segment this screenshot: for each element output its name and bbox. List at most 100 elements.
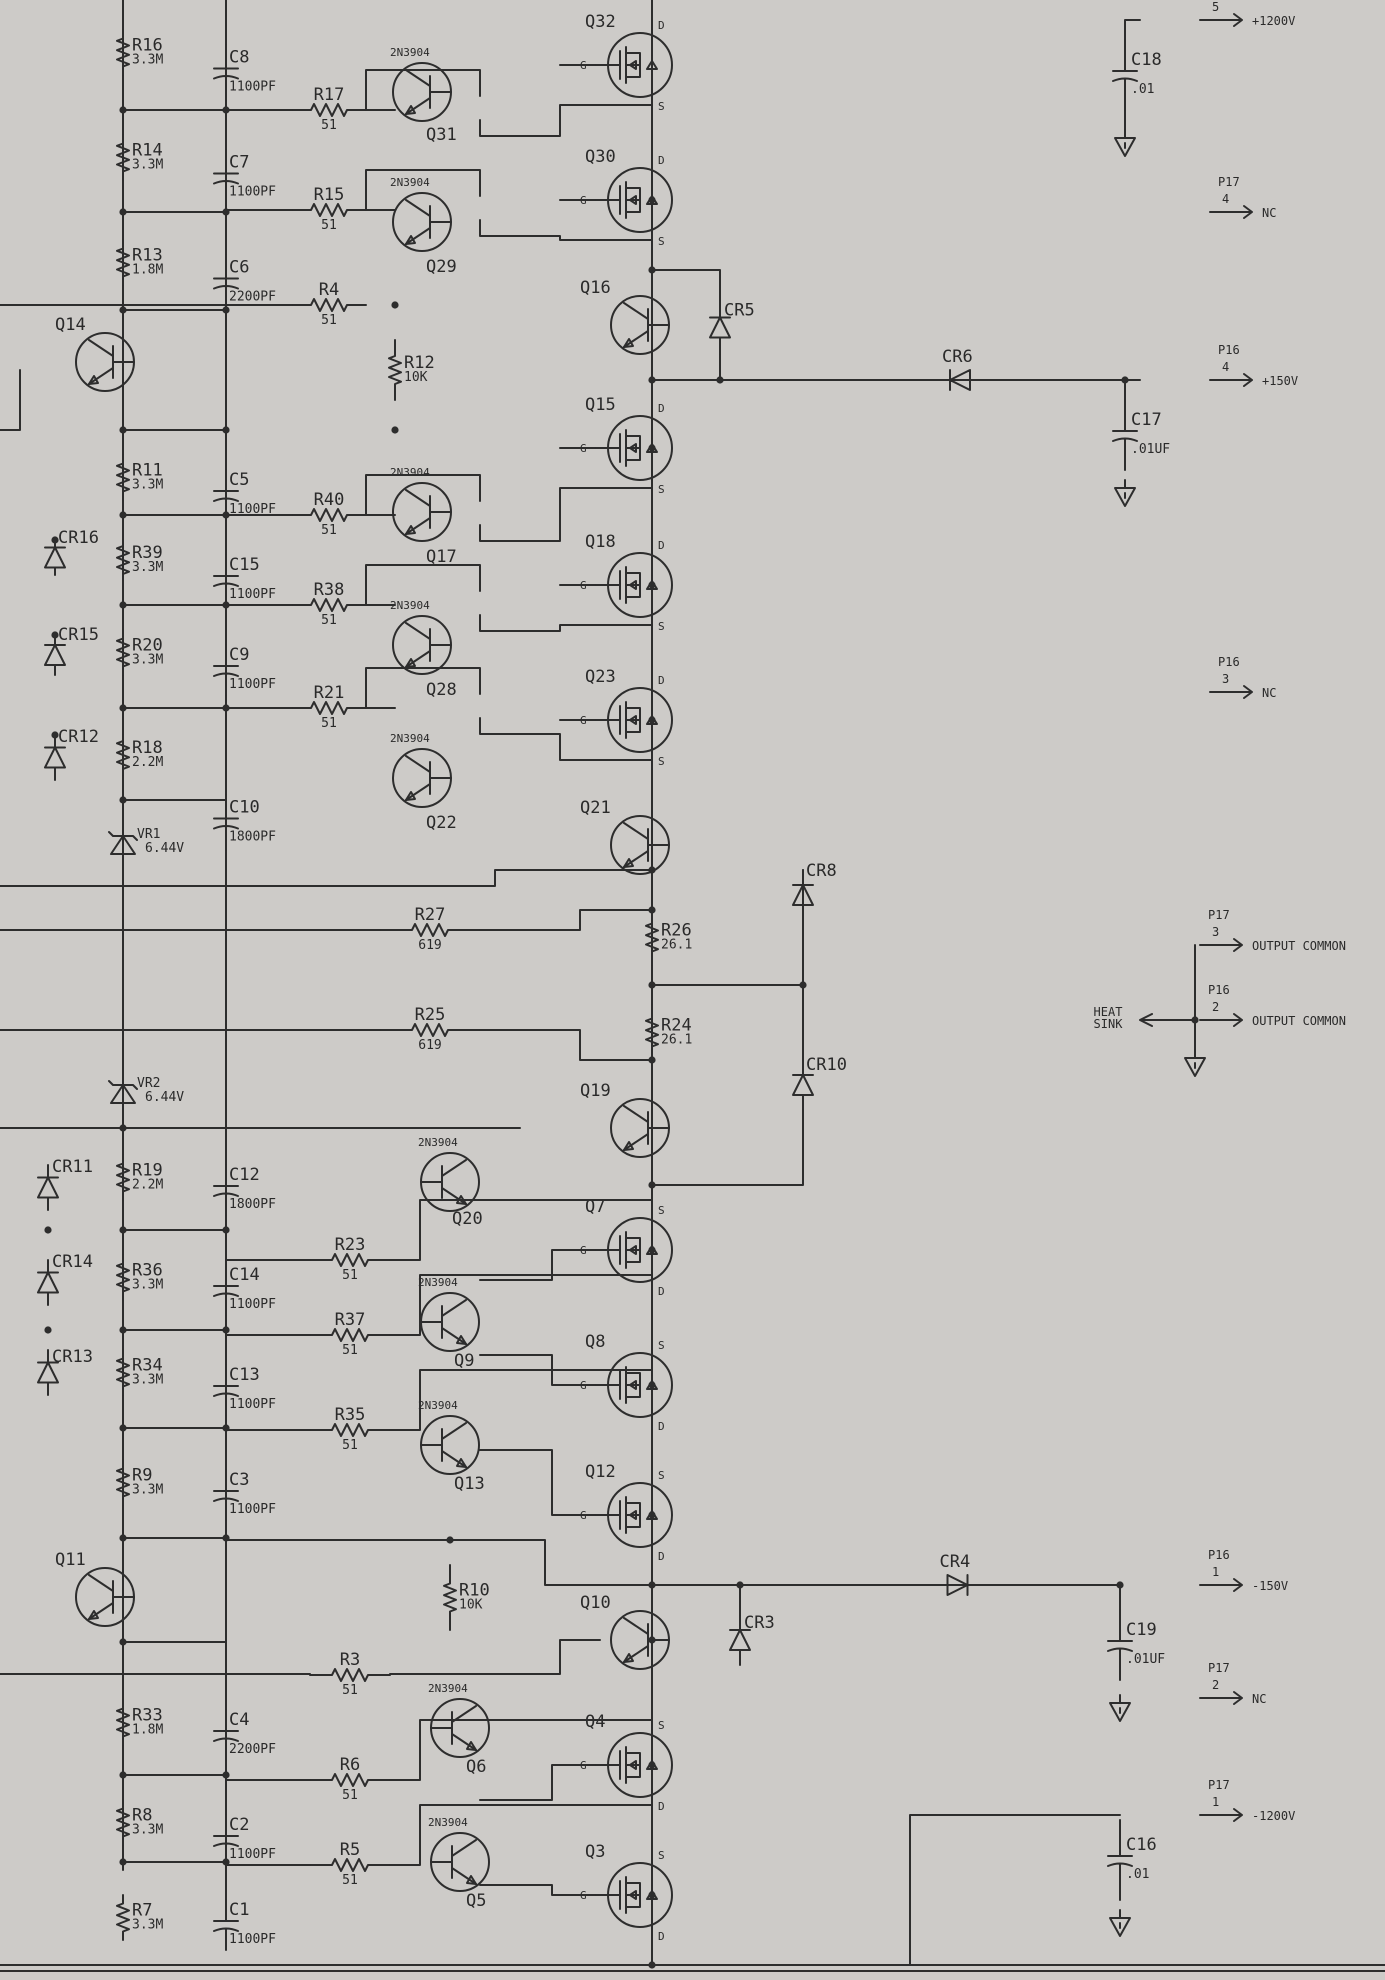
transistor-q11: Q11 xyxy=(55,1550,135,1627)
junction-dot xyxy=(222,1534,230,1542)
resistor-ref: R27 xyxy=(415,905,446,925)
connector-name: P16 xyxy=(1208,983,1230,997)
resistor-value: 51 xyxy=(321,313,337,328)
resistor-r8: R83.3M xyxy=(116,1799,163,1846)
resistor-value: 26.1 xyxy=(661,1033,692,1048)
pin-label-top: D xyxy=(658,674,665,687)
capacitor-ref: C15 xyxy=(229,555,260,575)
diode-ref: CR10 xyxy=(806,1055,847,1075)
capacitor-ref: C4 xyxy=(229,1710,249,1730)
transistor-ref: Q20 xyxy=(452,1209,483,1229)
diode-ref: CR8 xyxy=(806,861,837,881)
capacitor-value: .01 xyxy=(1126,1867,1149,1882)
zener-value: 6.44V xyxy=(145,1090,184,1105)
capacitor-ref: C8 xyxy=(229,48,249,68)
junction-dot xyxy=(736,1581,744,1589)
transistor-ref: Q31 xyxy=(426,125,457,145)
heat-sink-text-1: HEAT xyxy=(1094,1005,1123,1019)
junction-dot xyxy=(222,1226,230,1234)
resistor-value: 3.3M xyxy=(132,1918,163,1933)
connector-net: -150V xyxy=(1252,1579,1288,1593)
pin-label-bottom: S xyxy=(658,483,665,496)
transistor-ref: Q6 xyxy=(466,1757,486,1777)
resistor-ref: R21 xyxy=(314,683,345,703)
junction-dot xyxy=(799,981,807,989)
connector-net: -1200V xyxy=(1252,1809,1295,1823)
transistor-ref: Q22 xyxy=(426,813,457,833)
junction-dot xyxy=(51,631,59,639)
junction-dot xyxy=(648,581,656,589)
ground-symbol xyxy=(1184,1049,1206,1077)
resistor-ref: R25 xyxy=(415,1005,446,1025)
zener-ref: VR2 xyxy=(137,1076,160,1091)
transistor-ref: Q21 xyxy=(580,798,611,818)
junction-dot xyxy=(446,1536,454,1544)
junction-dot xyxy=(222,106,230,114)
junction-dot xyxy=(222,208,230,216)
resistor-value: 51 xyxy=(342,1343,358,1358)
resistor-r4: R4 51 xyxy=(291,280,367,328)
mosfet-ref: Q3 xyxy=(585,1842,605,1862)
diode-ref: CR14 xyxy=(52,1252,93,1272)
resistor-value: 1.8M xyxy=(132,1723,163,1738)
resistor-value: 51 xyxy=(342,1268,358,1283)
diode-cr14: CR14 xyxy=(37,1252,93,1306)
transistor-ref: Q11 xyxy=(55,1550,86,1570)
junction-dot xyxy=(1191,1016,1199,1024)
resistor-value: 2.2M xyxy=(132,1178,163,1193)
resistor-ref: R11 xyxy=(132,461,163,481)
transistor-ref: Q28 xyxy=(426,680,457,700)
resistor-value: 51 xyxy=(342,1683,358,1698)
resistor-value: 26.1 xyxy=(661,938,692,953)
capacitor-ref: C7 xyxy=(229,153,249,173)
junction-dot xyxy=(119,1638,127,1646)
junction-dot xyxy=(648,906,656,914)
zener-value: 6.44V xyxy=(145,841,184,856)
junction-dot xyxy=(391,426,399,434)
junction-dot xyxy=(222,1424,230,1432)
diode-ref: CR3 xyxy=(744,1613,775,1633)
resistor-ref: R13 xyxy=(132,246,163,266)
diode-cr13: CR13 xyxy=(37,1347,93,1396)
connector-pin: 1 xyxy=(1212,1565,1219,1579)
pin-label-top: S xyxy=(658,1204,665,1217)
capacitor-ref: C5 xyxy=(229,470,249,490)
resistor-ref: R34 xyxy=(132,1356,163,1376)
connector-name: P16 xyxy=(1218,655,1240,669)
capacitor-value: 1800PF xyxy=(229,830,276,845)
transistor-part: 2N3904 xyxy=(390,599,430,612)
transistor-ref: Q10 xyxy=(580,1593,611,1613)
junction-dot xyxy=(119,1534,127,1542)
resistor-value: 51 xyxy=(342,1438,358,1453)
pin-label-top: S xyxy=(658,1469,665,1482)
diode-ref: CR11 xyxy=(52,1157,93,1177)
junction-dot xyxy=(119,704,127,712)
capacitor-value: .01UF xyxy=(1126,1652,1165,1667)
transistor-q21: Q21 xyxy=(580,798,670,875)
junction-dot xyxy=(222,1326,230,1334)
resistor-ref: R17 xyxy=(314,85,345,105)
resistor-ref: R4 xyxy=(319,280,339,300)
heat-sink-text-2: SINK xyxy=(1094,1017,1124,1031)
diode-cr5: CR5 xyxy=(709,299,755,356)
pin-label-top: D xyxy=(658,402,665,415)
connector-name: P17 xyxy=(1208,908,1230,922)
pin-label-bottom: D xyxy=(658,1420,665,1433)
resistor-value: 2.2M xyxy=(132,755,163,770)
ground-symbol xyxy=(1114,479,1136,507)
mosfet-ref: Q15 xyxy=(585,395,616,415)
